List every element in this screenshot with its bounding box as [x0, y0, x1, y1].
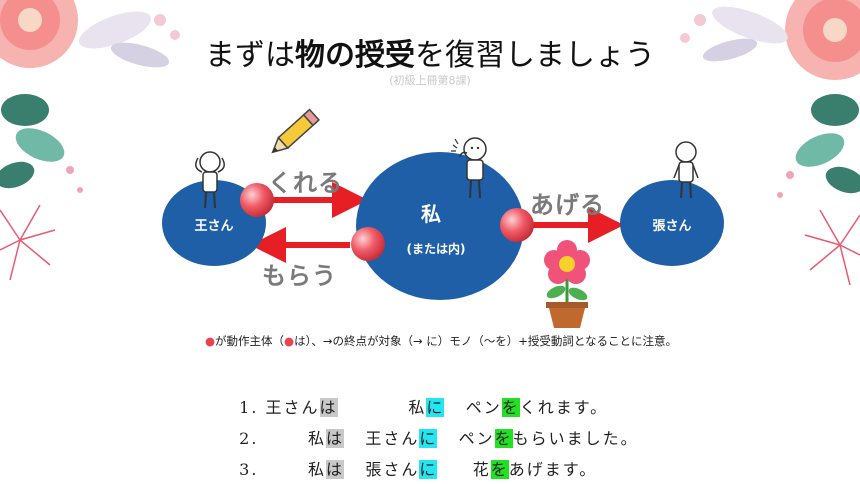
- particle-wo: を: [494, 429, 513, 448]
- flower-pot-icon: [544, 240, 590, 328]
- title-bold: 物の授受: [295, 38, 415, 73]
- circle-watashi-main: 私: [421, 202, 441, 226]
- ball-agent-watashi-left: [351, 227, 385, 261]
- circle-wang-label: 王さん: [194, 219, 234, 234]
- sentence-object: 花: [437, 460, 491, 479]
- ball-agent-wang: [240, 183, 274, 217]
- person-zhang-icon: [673, 141, 699, 199]
- pencil-icon: [271, 108, 320, 154]
- verb-kureru: くれる: [268, 169, 343, 197]
- sentence-object: ペン: [444, 398, 502, 417]
- sentence-number: 3.: [239, 460, 259, 479]
- particle-ni: に: [426, 398, 445, 417]
- circle-zhang: [620, 180, 724, 266]
- particle-wo: を: [501, 398, 520, 417]
- circle-zhang-label: 張さん: [652, 219, 692, 234]
- sentence-target: 張さん: [344, 460, 420, 479]
- sentence-number: 2.: [239, 429, 259, 448]
- sentence-number: 1.: [239, 398, 259, 417]
- floral-decoration-left: [0, 0, 180, 281]
- ball-agent-watashi-right: [500, 208, 534, 242]
- particle-wo: を: [490, 460, 509, 479]
- verb-morau: もらう: [262, 262, 337, 290]
- page-subtitle: (初級上冊第8課): [389, 74, 471, 87]
- person-wang-icon: [195, 151, 225, 209]
- sentence-verb: もらいました。: [512, 429, 639, 448]
- sentence-1: 1. 王さんは 私に ペンをくれます。: [225, 375, 608, 418]
- sentence-subject: 私: [258, 460, 327, 479]
- note-text-1: が動作主体（: [215, 334, 285, 348]
- sentence-2: 2. 私は 王さんに ペンをもらいました。: [225, 406, 639, 449]
- sentence-subject: 私: [258, 429, 327, 448]
- page-title: まずは物の授受を復習しましょう: [0, 30, 860, 74]
- person-watashi-icon: [451, 137, 487, 199]
- particle-wa: は: [319, 398, 338, 417]
- note-text-2: は）、→の終点が対象（→ に）モノ（～を）+授受動詞となることに注意。: [294, 334, 678, 348]
- note-dot-2: ●: [284, 334, 295, 348]
- sentence-3: 3. 私は 張さんに 花をあげます。: [225, 437, 597, 480]
- note-dot-1: ●: [205, 334, 216, 348]
- floral-decoration-right: [680, 0, 860, 286]
- sentence-verb: あげます。: [508, 460, 598, 479]
- title-post: を復習しましょう: [415, 38, 655, 73]
- sentence-verb: くれます。: [519, 398, 609, 417]
- sentence-target: 王さん: [344, 429, 420, 448]
- sentence-target: 私: [337, 398, 427, 417]
- sentence-object: ペン: [437, 429, 495, 448]
- note-text: ●が動作主体（●は）、→の終点が対象（→ に）モノ（～を）+授受動詞となることに…: [205, 333, 677, 349]
- circle-watashi-sub: (または内): [406, 242, 466, 256]
- particle-wa: は: [326, 460, 345, 479]
- particle-ni: に: [419, 429, 438, 448]
- particle-ni: に: [419, 460, 438, 479]
- sentence-subject: 王さん: [258, 398, 320, 417]
- title-pre: まずは: [205, 38, 295, 73]
- particle-wa: は: [326, 429, 345, 448]
- verb-ageru: あげる: [530, 191, 605, 219]
- circle-watashi: [356, 152, 524, 300]
